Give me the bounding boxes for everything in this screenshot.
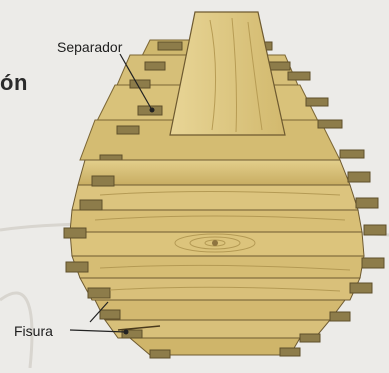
fisura-label: Fisura bbox=[14, 323, 53, 339]
lower-layers bbox=[95, 300, 345, 355]
heading-fragment: ón bbox=[0, 70, 28, 96]
top-board bbox=[170, 12, 285, 135]
separador-label: Separador bbox=[57, 39, 122, 55]
